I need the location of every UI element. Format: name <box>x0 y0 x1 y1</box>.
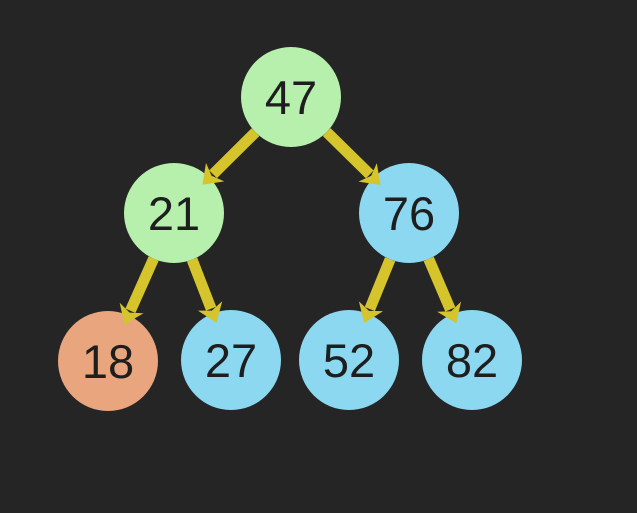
tree-node-value-27: 27 <box>205 334 257 387</box>
tree-node-circle-82 <box>422 310 522 410</box>
tree-node-52: 52 <box>299 310 399 410</box>
tree-node-circle-76 <box>359 163 459 263</box>
edge-shaft-21-27 <box>186 257 217 311</box>
tree-node-82: 82 <box>422 310 522 410</box>
edge-arrowhead-76-82 <box>437 301 462 324</box>
edge-shaft-47-21 <box>209 128 260 179</box>
edge-arrowhead-47-21 <box>202 162 225 185</box>
tree-node-value-76: 76 <box>383 187 435 240</box>
tree-node-value-47: 47 <box>265 71 317 124</box>
edge-shaft-47-76 <box>322 128 374 179</box>
tree-node-value-21: 21 <box>148 187 200 240</box>
tree-node-21: 21 <box>124 163 224 263</box>
edge-arrowhead-21-27 <box>197 301 223 323</box>
tree-node-circle-52 <box>299 310 399 410</box>
tree-node-circle-18 <box>58 311 158 411</box>
tree-node-47: 47 <box>241 47 341 147</box>
edge-arrowhead-76-52 <box>358 301 383 323</box>
edge-arrowhead-21-18 <box>119 302 144 325</box>
tree-node-circle-27 <box>181 310 281 410</box>
tree-node-value-52: 52 <box>323 334 375 387</box>
edge-shaft-21-18 <box>125 256 159 314</box>
tree-node-18: 18 <box>58 311 158 411</box>
tree-node-circle-47 <box>241 47 341 147</box>
tree-node-76: 76 <box>359 163 459 263</box>
tree-node-value-18: 18 <box>82 335 134 388</box>
edge-shaft-76-82 <box>423 256 456 312</box>
tree-node-value-82: 82 <box>446 334 498 387</box>
tree-node-27: 27 <box>181 310 281 410</box>
tree-node-circle-21 <box>124 163 224 263</box>
edge-arrowhead-47-76 <box>358 163 381 185</box>
edge-shaft-76-52 <box>364 257 396 312</box>
